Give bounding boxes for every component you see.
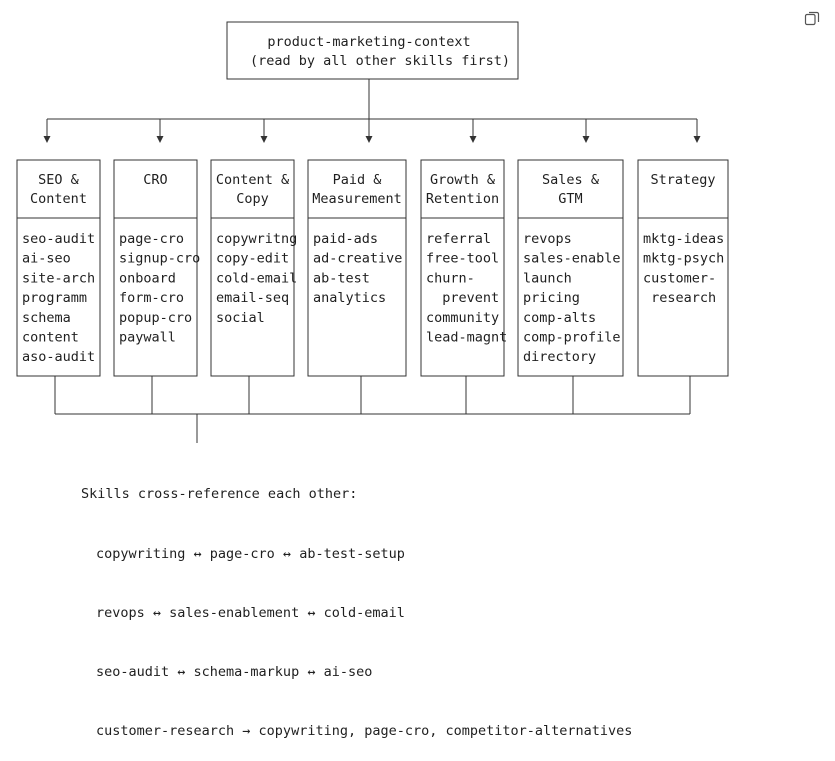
skill-item: sales-enable	[523, 251, 621, 267]
category-title: GTM	[558, 191, 582, 207]
skill-item: free-tool	[426, 251, 499, 267]
top-box: product-marketing-context (read by all o…	[226, 21, 519, 80]
skill-item: email-seq	[216, 290, 289, 306]
category-title: Strategy	[650, 172, 715, 188]
skill-item: ab-test	[313, 270, 370, 286]
cross-reference: Skills cross-reference each other: copyw…	[81, 446, 632, 761]
skill-item: revops	[523, 231, 572, 247]
arrow-down-icon	[260, 136, 268, 143]
category-title: Content &	[216, 172, 290, 188]
category-title: SEO &	[38, 172, 80, 188]
connectors	[43, 79, 701, 443]
skill-item: content	[22, 330, 79, 346]
copy-button[interactable]	[802, 8, 822, 28]
category-box: Strategy mktg-ideas mktg-psych customer- re…	[637, 159, 729, 377]
skill-item: site-arch	[22, 270, 95, 286]
arrow-down-icon	[582, 136, 590, 143]
skill-item: social	[216, 310, 265, 326]
skill-item: page-cro	[119, 231, 184, 247]
skill-item: copywritng	[216, 231, 297, 247]
category-box: Paid & Measurement paid-ads ad-creative ab-t…	[307, 159, 407, 377]
skill-item: signup-cro	[119, 251, 200, 267]
top-box-line1: product-marketing-context	[267, 34, 470, 50]
category-title: Measurement	[312, 191, 401, 207]
skill-item: directory	[523, 349, 596, 365]
skill-item: launch	[523, 270, 572, 286]
skill-item: community	[426, 310, 499, 326]
skill-item: customer-	[643, 270, 716, 286]
skill-item: prevent	[426, 290, 499, 306]
skill-item: pricing	[523, 290, 580, 306]
skill-item: comp-profile	[523, 330, 621, 346]
category-title: CRO	[143, 172, 167, 188]
category-box: CRO page-cro signup-cro onboard form-cro popu…	[113, 159, 200, 377]
arrow-down-icon	[156, 136, 164, 143]
category-title: Growth &	[430, 172, 496, 188]
skill-item: mktg-ideas	[643, 231, 724, 247]
skill-item: comp-alts	[523, 310, 596, 326]
arrow-down-icon	[469, 136, 477, 143]
category-box-border	[113, 159, 198, 377]
category-box-border	[307, 159, 407, 377]
skills-diagram: product-marketing-context (read by all o…	[16, 21, 729, 443]
skill-item: ai-seo	[22, 251, 71, 267]
category-box-border	[16, 159, 101, 377]
category-box: Content & Copy copywritng copy-edit cold-ema…	[210, 159, 297, 377]
cross-reference-line: customer-research → copywriting, page-cr…	[96, 722, 633, 739]
category-title: Content	[30, 191, 87, 207]
category-box: SEO & Content seo-audit ai-seo site-arch prog…	[16, 159, 101, 377]
category-box-border	[637, 159, 729, 377]
skill-item: programm	[22, 290, 87, 306]
skill-item: mktg-psych	[643, 251, 724, 267]
skill-item: paid-ads	[313, 231, 378, 247]
skill-item: schema	[22, 310, 71, 326]
cross-reference-heading: Skills cross-reference each other:	[81, 486, 358, 503]
skill-item: onboard	[119, 270, 176, 286]
skill-item: paywall	[119, 330, 176, 346]
skill-item: seo-audit	[22, 231, 95, 247]
skill-item: cold-email	[216, 270, 297, 286]
copy-icon	[804, 11, 820, 26]
skill-item: lead-magnt	[426, 330, 507, 346]
arrow-down-icon	[43, 136, 51, 143]
category-title: Sales &	[542, 172, 600, 188]
skill-item: ad-creative	[313, 251, 402, 267]
category-box: Sales & GTM revops sales-enable launch pricin…	[517, 159, 624, 377]
skill-item: form-cro	[119, 290, 184, 306]
cross-reference-line: seo-audit ↔ schema-markup ↔ ai-seo	[96, 663, 373, 680]
skill-item: referral	[426, 231, 491, 247]
top-box-line2: (read by all other skills first)	[250, 53, 510, 69]
skill-item: analytics	[313, 290, 386, 306]
cross-reference-line: copywriting ↔ page-cro ↔ ab-test-setup	[96, 545, 405, 562]
category-box-border	[420, 159, 505, 377]
category-title: Retention	[426, 191, 499, 207]
skill-item: popup-cro	[119, 310, 192, 326]
cross-reference-line: revops ↔ sales-enablement ↔ cold-email	[96, 604, 405, 621]
category-boxes: SEO & Content seo-audit ai-seo site-arch prog…	[16, 159, 729, 377]
category-title: Paid &	[333, 172, 383, 188]
category-box-border	[210, 159, 295, 377]
skill-item: research	[643, 290, 716, 306]
skill-item: aso-audit	[22, 349, 95, 365]
arrow-down-icon	[693, 136, 701, 143]
arrow-down-icon	[365, 136, 373, 143]
category-title: Copy	[236, 191, 269, 207]
category-box: Growth & Retention referral free-tool churn-…	[420, 159, 507, 377]
skill-item: churn-	[426, 270, 475, 286]
skill-item: copy-edit	[216, 251, 289, 267]
category-box-border	[517, 159, 624, 377]
